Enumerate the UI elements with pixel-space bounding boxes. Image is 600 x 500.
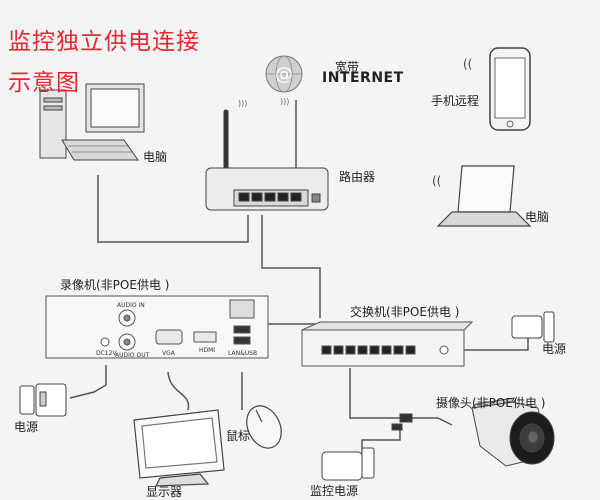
cable-computer-router bbox=[97, 175, 249, 243]
internet-globe-icon: @ ))) bbox=[265, 55, 303, 106]
power-adapter-monitor-icon bbox=[321, 447, 375, 481]
router-icon: ))) bbox=[205, 99, 329, 211]
svg-text:((: (( bbox=[463, 57, 472, 71]
label-computer-top: 电脑 bbox=[143, 150, 168, 164]
label-monitor: 显示器 bbox=[146, 485, 183, 499]
svg-text:))): ))) bbox=[280, 97, 289, 106]
bullet-camera-icon bbox=[391, 397, 555, 467]
cable-switch-power bbox=[464, 336, 529, 351]
cable-switch-camera bbox=[349, 368, 400, 419]
label-power-switch: 电源 bbox=[542, 342, 567, 356]
laptop-icon: (( bbox=[432, 165, 532, 227]
mouse-icon bbox=[246, 405, 282, 449]
label-switch: 交换机(非POE供电 ) bbox=[350, 305, 460, 319]
label-phone: 手机远程 bbox=[431, 94, 480, 108]
nvr-recorder-icon bbox=[45, 295, 269, 359]
network-switch-icon bbox=[301, 321, 474, 367]
port-label-lan-usb: LAN&USB bbox=[228, 350, 258, 357]
label-mouse: 鼠标 bbox=[226, 429, 251, 443]
svg-text:))): ))) bbox=[238, 99, 247, 108]
port-label-dc: DC12V bbox=[96, 350, 117, 357]
label-router: 路由器 bbox=[339, 170, 376, 184]
power-adapter-left-icon bbox=[19, 383, 67, 417]
label-power-left: 电源 bbox=[14, 420, 39, 434]
svg-text:((: (( bbox=[432, 174, 441, 188]
cable-router-switch bbox=[261, 215, 321, 318]
smartphone-icon: (( bbox=[463, 47, 531, 131]
cable-nvr-power bbox=[69, 365, 107, 399]
label-laptop: 电脑 bbox=[525, 210, 550, 224]
diagram-title-line1: 监控独立供电连接 bbox=[8, 29, 200, 55]
label-internet: INTERNET bbox=[322, 70, 404, 86]
port-label-hdmi: HDMI bbox=[199, 347, 216, 354]
label-monitor-power: 监控电源 bbox=[310, 484, 359, 498]
desktop-computer-icon bbox=[39, 83, 145, 161]
power-adapter-switch-icon bbox=[511, 311, 555, 343]
diagram-title-line2: 示意图 bbox=[8, 70, 80, 96]
cable-vga-monitor bbox=[167, 371, 190, 411]
label-camera: 摄像头(非POE供电 ) bbox=[436, 396, 546, 410]
cable-camera-pigtail bbox=[412, 417, 453, 426]
port-label-audio-in: AUDIO IN bbox=[117, 302, 145, 309]
monitor-icon bbox=[133, 409, 225, 487]
label-broadband: 宽带 bbox=[335, 60, 360, 74]
svg-text:@: @ bbox=[275, 64, 293, 85]
port-label-audio-out: AUDIO OUT bbox=[115, 352, 150, 359]
label-nvr: 录像机(非POE供电 ) bbox=[60, 278, 170, 292]
port-label-vga: VGA bbox=[162, 350, 175, 357]
